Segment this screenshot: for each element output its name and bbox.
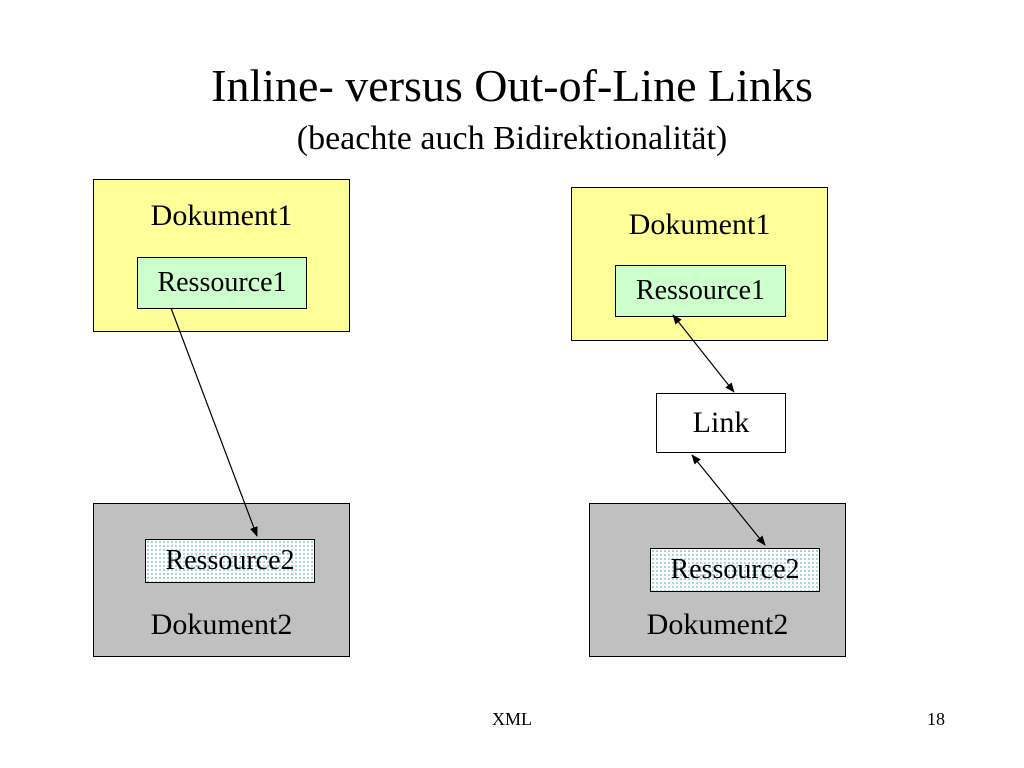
slide-subtitle: (beachte auch Bidirektionalität) bbox=[296, 120, 728, 157]
inline-document1: Dokument1 Ressource1 bbox=[93, 179, 350, 332]
outofline-document2-label: Dokument2 bbox=[646, 608, 789, 641]
inline-document1-label: Dokument1 bbox=[150, 199, 293, 232]
inline-arrow bbox=[170, 307, 258, 537]
inline-resource1: Ressource1 bbox=[137, 257, 307, 309]
inline-document2-label: Dokument2 bbox=[150, 608, 293, 641]
page-number: 18 bbox=[927, 709, 945, 729]
outofline-document1-label: Dokument1 bbox=[628, 208, 771, 241]
footer-center-text: XML bbox=[492, 709, 532, 729]
outofline-document2: Ressource2 Dokument2 bbox=[589, 503, 846, 657]
inline-document2: Ressource2 Dokument2 bbox=[93, 503, 350, 657]
outofline-link-box: Link bbox=[656, 393, 786, 453]
outofline-resource1: Ressource1 bbox=[615, 265, 786, 317]
outofline-resource2: Ressource2 bbox=[650, 548, 820, 592]
outofline-document1: Dokument1 Ressource1 bbox=[571, 187, 828, 341]
slide-title: Inline- versus Out-of-Line Links bbox=[211, 60, 813, 111]
inline-resource2: Ressource2 bbox=[145, 539, 315, 583]
